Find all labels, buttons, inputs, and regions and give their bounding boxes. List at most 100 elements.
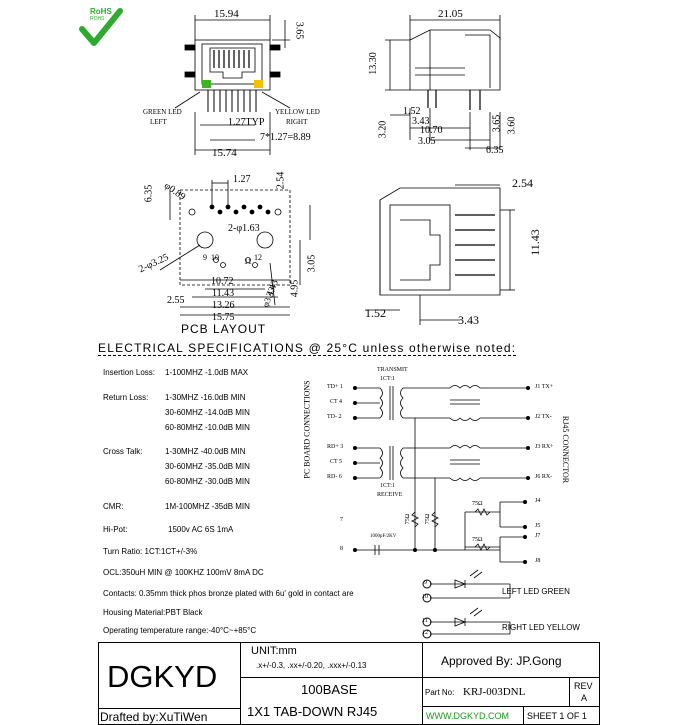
- label-right-led-yellow: RIGHT LED YELLOW: [502, 623, 580, 632]
- bottom-view-drawing: [365, 184, 515, 325]
- dim-bottom-11-43: 11.43: [527, 229, 542, 256]
- schematic-drawing: [353, 385, 530, 639]
- title-block-approved-cell: Approved By: JP.Gong: [422, 642, 600, 678]
- sheet-number: SHEET 1 OF 1: [527, 711, 587, 721]
- website-link[interactable]: WWW.DGKYD.COM: [426, 711, 509, 721]
- spec-temperature: Operating temperature range:-40°C~+85°C: [103, 626, 257, 635]
- led-pin-11: 11: [422, 618, 428, 624]
- company-name: DGKYD: [107, 659, 218, 694]
- spec-hipot-label: Hi-Pot:: [103, 525, 128, 534]
- label-right: RIGHT: [286, 118, 308, 126]
- rohs-label: RoHS: [90, 7, 112, 16]
- spec-hipot-value: 1500v AC 6S 1mA: [168, 525, 234, 534]
- label-transmit: TRANSMIT: [377, 367, 408, 373]
- dim-pcb-11-43: 11.43: [212, 288, 235, 299]
- label-resistor-75: 75Ω: [472, 537, 483, 543]
- spec-cmr-label: CMR:: [103, 502, 124, 511]
- pin-j7: J7: [535, 533, 541, 539]
- title-block-product-cell: 100BASE 1X1 TAB-DOWN RJ45: [240, 677, 423, 725]
- spec-ocl: OCL:350uH MIN @ 100KHZ 100mV 8mA DC: [103, 568, 264, 577]
- spec-cross-row: 30-60MHZ -35.0dB MIN: [165, 462, 250, 471]
- spec-cross-row: 1-30MHZ -40.0dB MIN: [165, 447, 246, 456]
- pcb-pin-11: 11: [244, 257, 252, 266]
- label-resistor-75: 75Ω: [405, 513, 412, 525]
- unit-label: UNIT:mm: [251, 645, 297, 657]
- rohs-check-icon: [79, 8, 123, 46]
- pin-rd-plus: RD+ 3: [327, 444, 344, 450]
- pin-j3: J3 RX+: [535, 444, 554, 450]
- pin-8: 8: [340, 546, 343, 552]
- dim-side-width: 21.05: [438, 8, 463, 20]
- dim-side-3-43: 3.43: [412, 116, 430, 127]
- specs-title: ELECTRICAL SPECIFICATIONS @ 25°C unless …: [98, 341, 517, 356]
- spec-return-row: 60-80MHZ -10.0dB MIN: [165, 423, 250, 432]
- approved-by: Approved By: JP.Gong: [441, 654, 562, 668]
- dim-pcb-13-26: 13.26: [212, 300, 235, 311]
- spec-return-row: 1-30MHZ -16.0dB MIN: [165, 393, 246, 402]
- pcb-pin-10: 10: [211, 253, 219, 262]
- spec-turn-ratio: Turn Ratio: 1CT:1CT+/-3%: [103, 547, 198, 556]
- side-view-drawing: [385, 15, 501, 150]
- pin-ct5: CT 5: [330, 459, 343, 465]
- dim-pcb-2-54: 2.54: [275, 171, 287, 190]
- label-pc-board-connections: PC BOARD CONNECTIONS: [302, 380, 312, 479]
- dim-front-bottom-width: 15.74: [212, 147, 237, 159]
- dim-pcb-10-72: 10.72: [211, 276, 234, 287]
- title-block-unit-cell: UNIT:mm .x+/-0.3, .xx+/-0.20, .xxx+/-0.1…: [240, 642, 423, 678]
- product-line-1: 100BASE: [301, 682, 358, 697]
- label-resistor-75: 75Ω: [425, 513, 432, 525]
- dim-side-3-60: 3.60: [506, 116, 518, 135]
- pin-ct4: CT 4: [330, 399, 343, 405]
- pin-rd-minus: RD- 6: [327, 474, 342, 480]
- spec-cmr-value: 1M-100MHZ -35dB MIN: [165, 502, 250, 511]
- title-block-drafted-cell: Drafted by:XuTiWen: [98, 708, 241, 725]
- label-ratio-rx: 1CT:1: [380, 483, 396, 489]
- dim-bottom-3-43: 3.43: [458, 313, 479, 327]
- dim-pcb-1-27: 1.27: [233, 174, 251, 185]
- pin-j6: J6 RX-: [535, 474, 553, 480]
- dim-bottom-2-54: 2.54: [512, 176, 533, 190]
- yellow-led-window: [254, 80, 263, 88]
- led-pin-9: 9: [424, 580, 427, 586]
- pin-j4: J4: [535, 498, 541, 504]
- dim-side-height: 13.30: [367, 52, 379, 75]
- label-resistor-75: 75Ω: [472, 501, 483, 507]
- label-capacitor: 1000pF/2KV: [370, 534, 397, 539]
- pcb-pin-9: 9: [203, 253, 207, 262]
- product-line-2: 1X1 TAB-DOWN RJ45: [247, 704, 378, 719]
- front-view-drawing: [174, 15, 291, 155]
- pcb-layout-drawing: [159, 180, 311, 316]
- dim-side-10-70: 10.70: [420, 125, 443, 136]
- spec-housing: Housing Material:PBT Black: [103, 608, 203, 617]
- label-rj45-connector: RJ45 CONNECTOR: [561, 415, 571, 484]
- dim-side-1-52: 1.52: [403, 106, 421, 117]
- green-led-window: [202, 80, 211, 88]
- spec-cross-row: 60-80MHZ -30.0dB MIN: [165, 477, 250, 486]
- label-ratio-tx: 1CT:1: [380, 376, 396, 382]
- dim-pitch: 1.27TYP: [228, 117, 265, 128]
- spec-return-label: Return Loss:: [103, 393, 149, 402]
- part-no-label: Part No:: [425, 688, 455, 697]
- pin-j2: J2 TX-: [535, 414, 552, 420]
- dim-pcb-3-05: 3.05: [306, 254, 318, 273]
- dim-front-top-height: 3.65: [293, 21, 305, 40]
- dim-side-3-65: 3.65: [491, 114, 503, 133]
- label-yellow-led: YELLOW LED: [275, 108, 320, 116]
- spec-contacts: Contacts: 0.35mm thick phos bronze plate…: [103, 589, 354, 598]
- dim-pcb-4-95: 4.95: [289, 279, 301, 298]
- label-receive: RECEIVE: [377, 492, 403, 498]
- title-block-part-cell: Part No: KRJ-003DNL: [422, 677, 570, 707]
- dim-pcb-15-75: 15.75: [212, 312, 235, 323]
- spec-insertion-label: Insertion Loss:: [103, 368, 156, 377]
- dim-bottom-1-52: 1.52: [365, 306, 386, 320]
- drafted-by: Drafted by:XuTiWen: [100, 710, 208, 724]
- dim-side-6-35: 6.35: [486, 145, 504, 156]
- dim-side-3-05: 3.05: [418, 136, 436, 147]
- dim-front-top-width: 15.94: [214, 8, 239, 20]
- title-block-rev-cell: REV A: [569, 677, 600, 707]
- dim-pitch-total: 7*1.27=8.89: [260, 132, 311, 143]
- label-left: LEFT: [150, 118, 167, 126]
- pin-td-plus: TD+ 1: [327, 384, 343, 390]
- rohs-badge: RoHS ROHS: [78, 5, 124, 51]
- pcb-layout-caption: PCB LAYOUT: [181, 322, 267, 336]
